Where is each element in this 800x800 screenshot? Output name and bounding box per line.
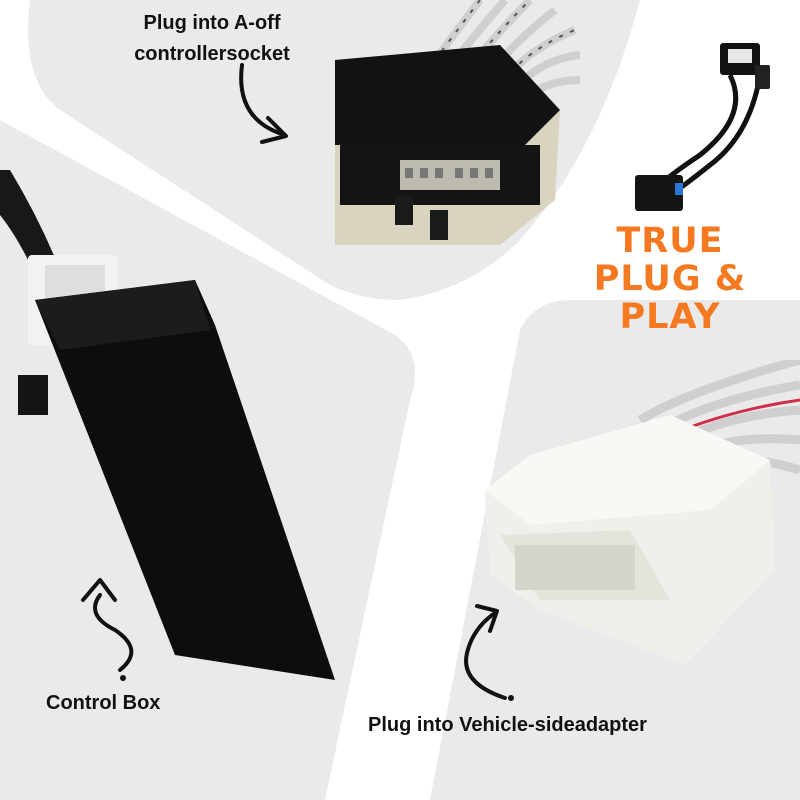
badge-line2: PLUG & PLAY bbox=[593, 259, 747, 337]
curved-arrow-icon bbox=[81, 578, 134, 681]
top-label-line2: controllersocket bbox=[134, 43, 290, 65]
top-label: Plug into A-off controllersocket bbox=[112, 8, 312, 70]
top-label-line1: Plug into A-off bbox=[143, 12, 281, 34]
badge-line1: TRUE bbox=[616, 221, 724, 261]
curved-arrow-icon bbox=[239, 63, 288, 144]
top-connector-photo bbox=[335, 0, 580, 245]
vehicle-adapter-label: Plug into Vehicle-sideadapter bbox=[368, 714, 647, 736]
harness-thumbnail bbox=[635, 43, 770, 211]
white-adapter-photo bbox=[485, 360, 800, 665]
curved-arrow-icon bbox=[464, 604, 514, 701]
control-box-label: Control Box bbox=[46, 692, 161, 714]
plug-and-play-badge: TRUE PLUG & PLAY bbox=[550, 222, 790, 336]
control-box-photo bbox=[0, 170, 335, 680]
